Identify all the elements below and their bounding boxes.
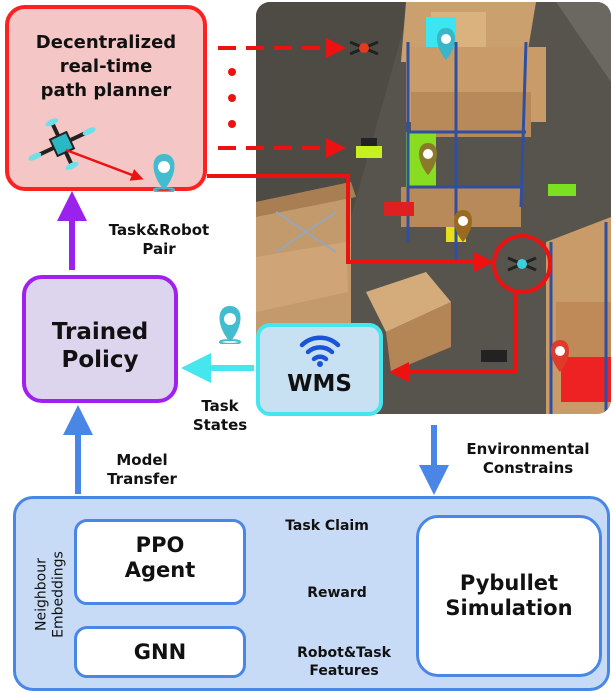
gnn-box — [74, 626, 246, 678]
planner-to-drone-arrow — [207, 174, 494, 272]
wifi-icon — [299, 335, 341, 367]
neighbour-label: Neighbour — [33, 558, 50, 631]
robot-icon — [356, 138, 382, 158]
pybullet-line-2: Simulation — [445, 596, 573, 620]
task-robot-pair-line-1: Task&Robot — [108, 221, 210, 239]
environmental-line-2: Constrains — [482, 459, 574, 477]
ppo-line-1: PPO — [135, 533, 185, 557]
task-states-line-2: States — [192, 416, 248, 434]
planner-line-1: Decentralized — [35, 32, 177, 53]
environmental-line-1: Environmental — [466, 440, 590, 458]
features-line-1: Robot&Task — [297, 645, 391, 661]
planner-line-3: path planner — [40, 80, 172, 101]
ppo-agent-box — [74, 519, 246, 605]
neighbour-embeddings-label: Neighbour Embeddings — [33, 515, 66, 675]
task-claim-label: Task Claim — [285, 518, 369, 534]
features-line-2: Features — [309, 663, 379, 679]
policy-line-2: Policy — [61, 347, 139, 373]
ellipsis-dots — [228, 68, 236, 128]
reward-label: Reward — [307, 585, 367, 601]
ppo-line-2: Agent — [124, 558, 196, 582]
trained-policy-box — [22, 275, 178, 403]
drone-to-wms-arrow — [389, 290, 517, 382]
task-states-line-1: Task — [201, 397, 239, 415]
model-transfer-line-1: Model — [116, 451, 168, 469]
embeddings-label: Embeddings — [50, 551, 66, 638]
gnn-label: GNN — [133, 640, 187, 664]
wms-box — [256, 323, 383, 416]
policy-line-1: Trained — [51, 319, 149, 345]
drone-icon — [28, 118, 96, 170]
pybullet-simulation-box — [416, 515, 602, 677]
pybullet-line-1: Pybullet — [459, 571, 559, 595]
location-pin-icon — [153, 154, 175, 192]
warehouse-scene-image — [256, 2, 611, 414]
planner-path-arrow — [65, 148, 144, 181]
task-robot-pair-line-2: Pair — [142, 240, 176, 258]
model-transfer-line-2: Transfer — [107, 470, 177, 488]
wms-label: WMS — [287, 371, 352, 397]
location-pin-icon — [219, 306, 241, 344]
planner-line-2: real-time — [59, 56, 153, 77]
